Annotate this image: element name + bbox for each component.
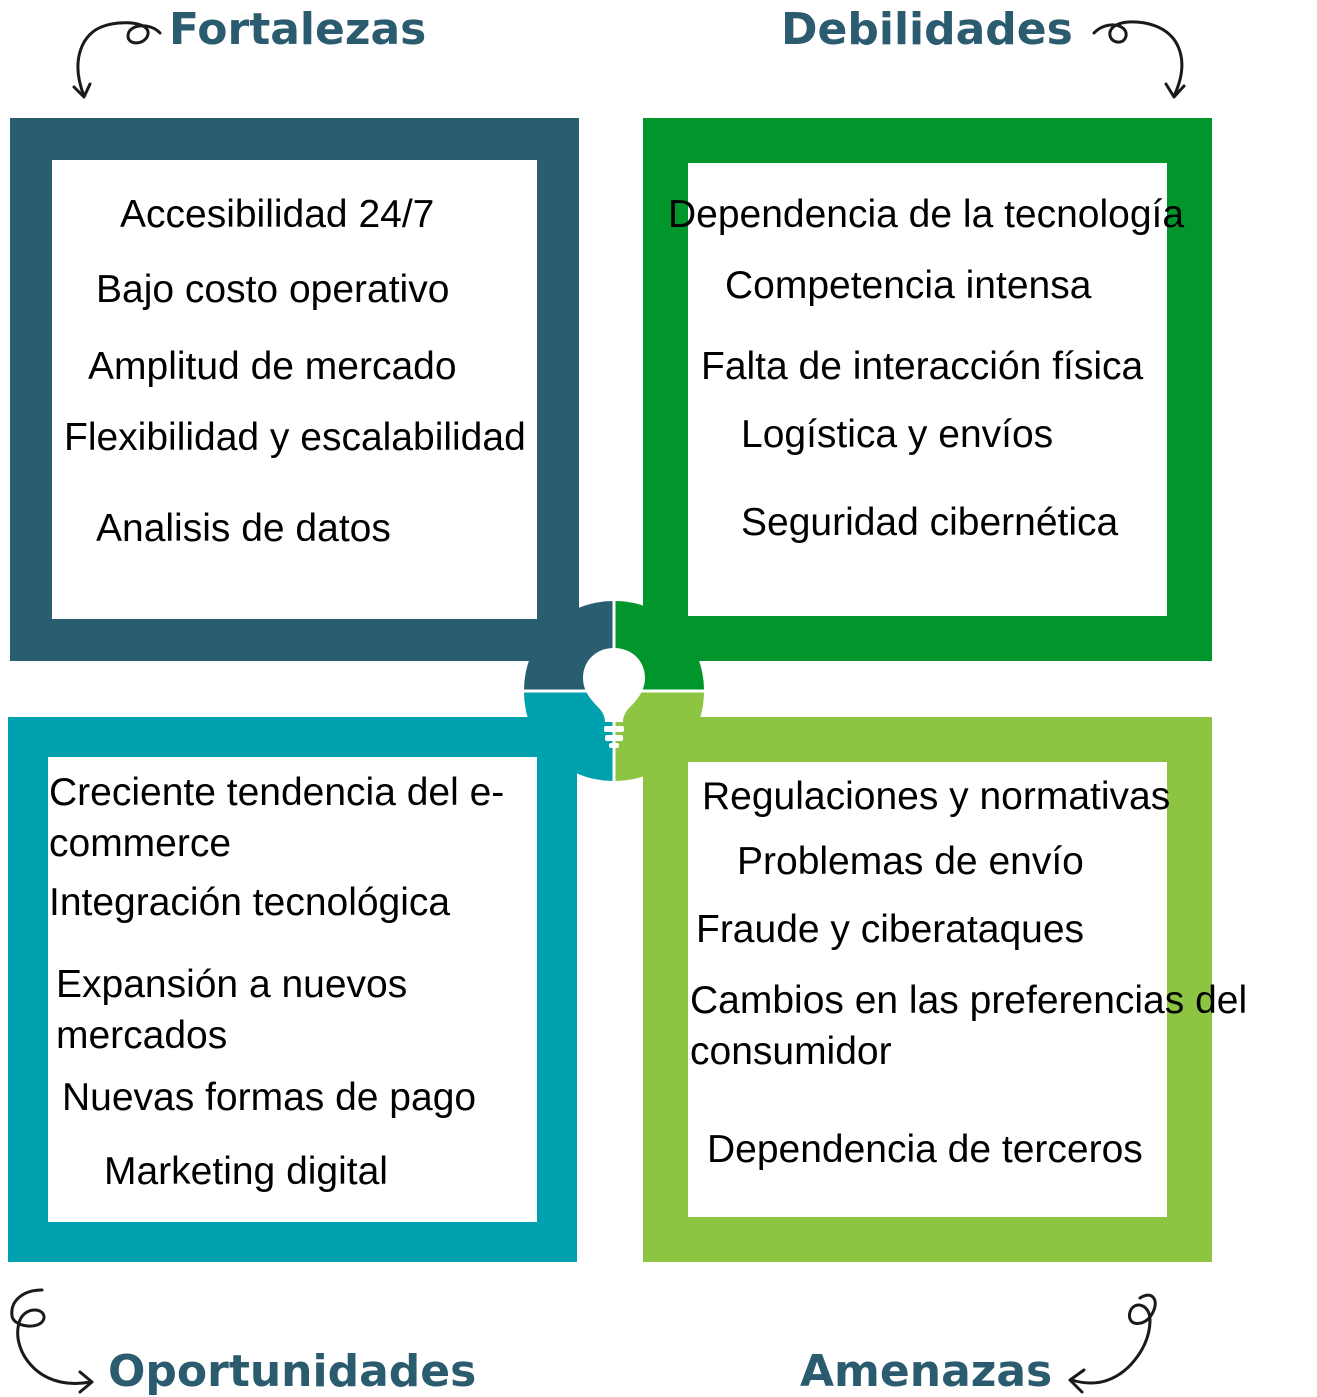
fortalezas-item: Accesibilidad 24/7 <box>120 193 435 236</box>
oportunidades-item: Expansión a nuevos mercados <box>56 963 408 1057</box>
debilidades-item: Seguridad cibernética <box>741 501 1119 544</box>
curly-arrow-icon-amenazas <box>1070 1293 1157 1385</box>
amenazas-frame <box>643 717 1212 1262</box>
debilidades-item: Logística y envíos <box>741 413 1054 456</box>
debilidades-item: Dependencia de la tecnología <box>668 193 1185 236</box>
curly-arrow-icon-debilidades <box>1092 20 1184 98</box>
oportunidades-item: Creciente tendencia del e-commerce <box>49 771 505 865</box>
title-amenazas: Amenazas <box>800 1346 1053 1397</box>
curly-arrow-icon-fortalezas <box>76 21 162 98</box>
amenazas-item: Dependencia de terceros <box>707 1128 1143 1171</box>
amenazas-item: Regulaciones y normativas <box>702 775 1171 818</box>
hub-quarter-oportunidades <box>524 692 613 781</box>
curly-arrow-icon-oportunidades <box>10 1288 92 1385</box>
debilidades-item: Competencia intensa <box>725 264 1092 307</box>
title-oportunidades: Oportunidades <box>108 1346 477 1397</box>
hub-quarter-amenazas <box>615 692 704 781</box>
oportunidades-frame <box>8 717 577 1262</box>
amenazas-item: Cambios en las preferencias del consumid… <box>690 979 1248 1073</box>
debilidades-frame <box>643 118 1212 661</box>
title-debilidades: Debilidades <box>781 4 1073 55</box>
lightbulb-icon <box>583 648 645 748</box>
fortalezas-item: Flexibilidad y escalabilidad <box>64 416 526 459</box>
fortalezas-item: Amplitud de mercado <box>88 345 457 388</box>
oportunidades-item: Marketing digital <box>104 1150 388 1193</box>
amenazas-item: Fraude y ciberataques <box>696 908 1085 951</box>
oportunidades-item: Nuevas formas de pago <box>62 1076 477 1119</box>
oportunidades-item: Integración tecnológica <box>49 881 451 924</box>
fortalezas-item: Bajo costo operativo <box>96 268 450 311</box>
fortalezas-item: Analisis de datos <box>96 507 391 550</box>
debilidades-item: Falta de interacción física <box>701 345 1144 388</box>
amenazas-item: Problemas de envío <box>737 840 1084 883</box>
title-fortalezas: Fortalezas <box>169 4 427 55</box>
fortalezas-frame <box>10 118 579 661</box>
